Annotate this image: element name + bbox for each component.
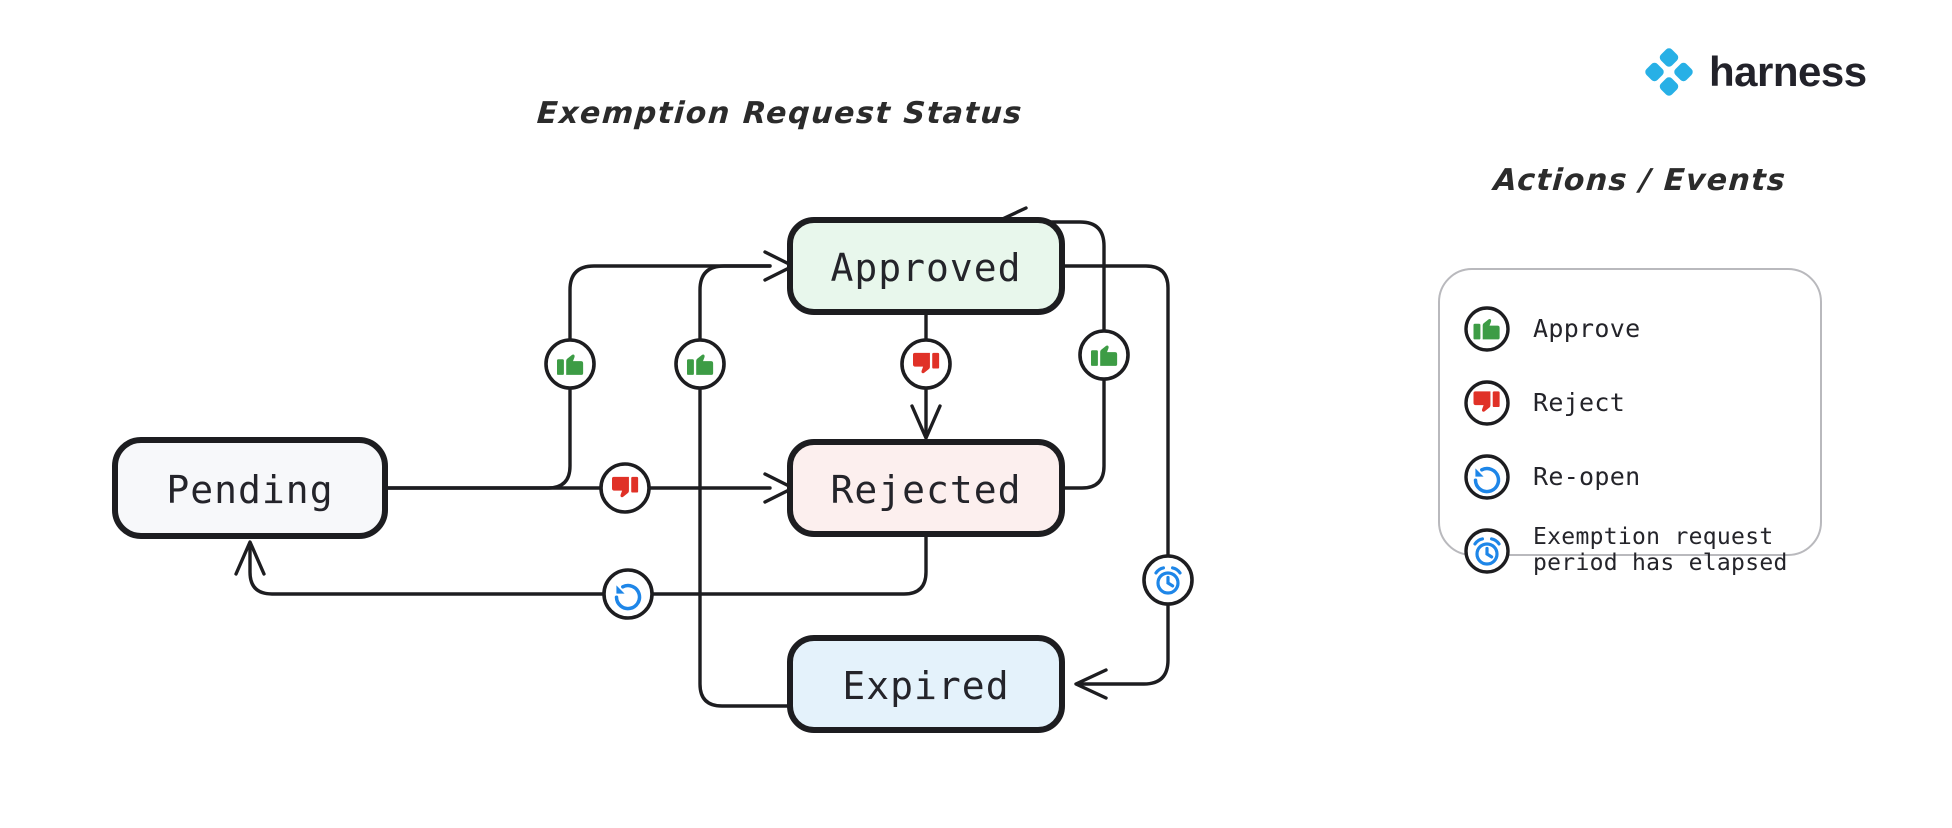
legend-item-reopen: Re-open [1463, 440, 1823, 514]
edge-badge-approve-expired[interactable] [674, 338, 726, 390]
legend-item-expired: Exemption request period has elapsed [1463, 514, 1823, 588]
edge-badge-reopen[interactable] [602, 568, 654, 620]
node-label-approved: Approved [830, 246, 1021, 290]
thumbs-up-icon [1463, 305, 1511, 353]
legend-item-approve: Approve [1463, 292, 1823, 366]
edge-pending-to-rejected [383, 472, 795, 504]
edge-badge-expired[interactable] [1142, 554, 1194, 606]
node-pending[interactable]: Pending [112, 437, 388, 539]
state-diagram: Pending Approved Rejected Expired [112, 206, 1194, 733]
thumbs-up-icon [1091, 345, 1118, 366]
legend-list: Approve Reject [1463, 292, 1823, 588]
edge-approved-to-expired [1060, 264, 1170, 700]
thumbs-down-icon [1463, 379, 1511, 427]
node-label-pending: Pending [166, 468, 333, 512]
edge-badge-approve-rejected[interactable] [1078, 329, 1130, 381]
thumbs-up-icon [687, 354, 714, 375]
harness-logo: harness [1645, 48, 1867, 96]
edge-rejected-to-pending [234, 532, 928, 596]
edge-badge-approve-pending[interactable] [544, 338, 596, 390]
legend-item-reject: Reject [1463, 366, 1823, 440]
thumbs-down-icon [913, 352, 940, 374]
harness-diamond-logo [1645, 48, 1693, 96]
thumbs-down-icon [612, 476, 639, 498]
node-rejected[interactable]: Rejected [787, 439, 1065, 537]
node-label-expired: Expired [842, 664, 1009, 708]
node-approved[interactable]: Approved [787, 217, 1065, 315]
legend-title: Actions / Events [1492, 163, 1788, 198]
reopen-icon [614, 583, 642, 611]
legend-label-approve: Approve [1533, 314, 1641, 343]
alarm-clock-icon [1463, 527, 1511, 575]
thumbs-up-icon [557, 354, 584, 375]
legend-label-reopen: Re-open [1533, 462, 1641, 491]
legend-label-expired: Exemption request period has elapsed [1533, 524, 1788, 576]
edge-badge-reject-approved[interactable] [900, 338, 952, 390]
alarm-clock-icon [1154, 566, 1182, 595]
node-label-rejected: Rejected [830, 468, 1021, 512]
legend-label-reject: Reject [1533, 388, 1626, 417]
reopen-icon [1463, 453, 1511, 501]
brand-name: harness [1709, 48, 1867, 95]
node-expired[interactable]: Expired [787, 635, 1065, 733]
edge-expired-to-approved [698, 264, 792, 708]
edge-badge-reject-pending[interactable] [599, 462, 651, 514]
